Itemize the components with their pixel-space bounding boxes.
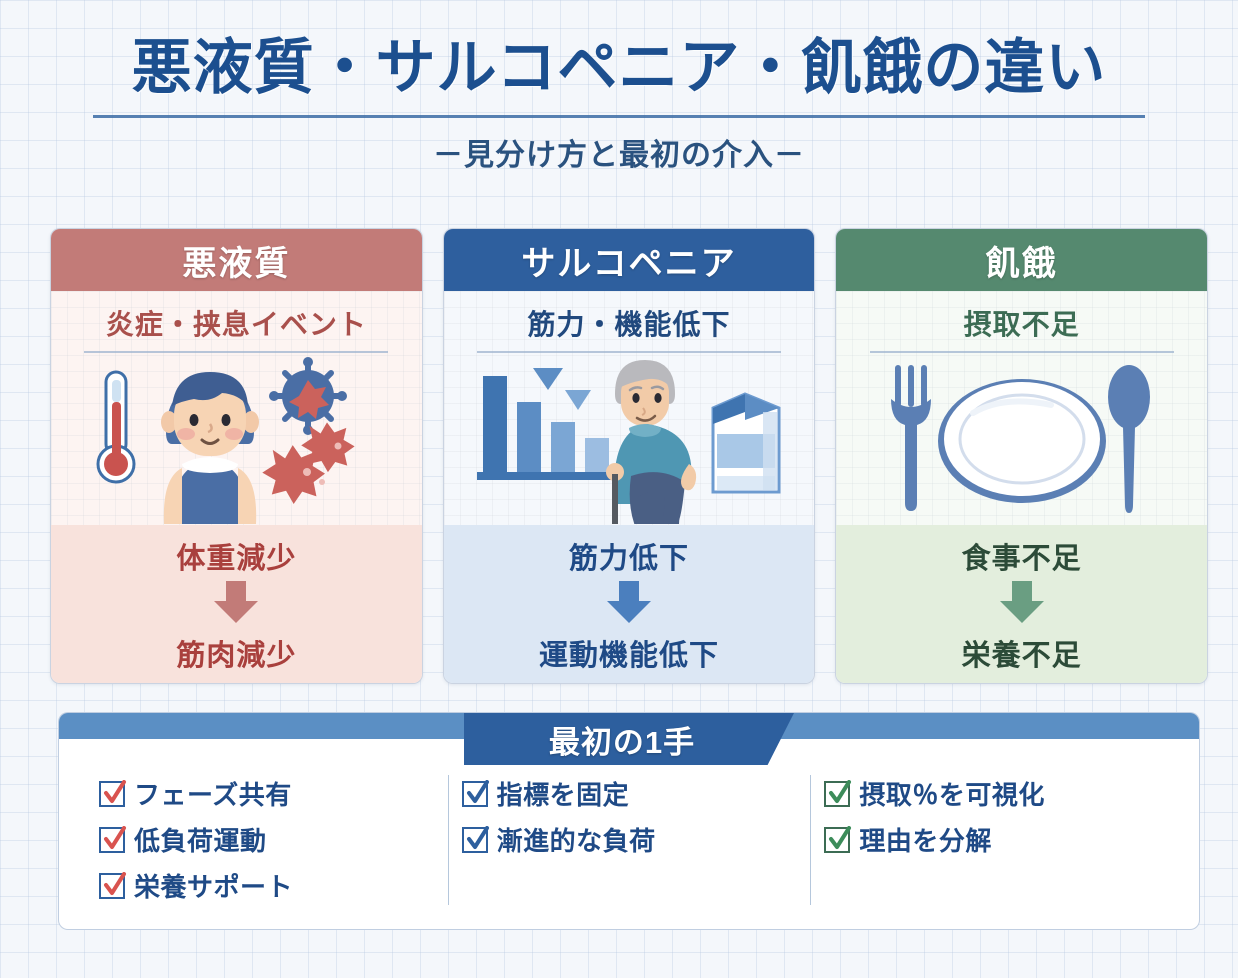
- card-sarcopenia-flow-from: 筋力低下: [569, 542, 690, 575]
- card-starvation-flow-from: 食事不足: [961, 542, 1082, 575]
- checkbox-checked-icon[interactable]: [824, 825, 852, 853]
- card-sarcopenia-subtitle: 筋力・機能低下: [527, 309, 731, 340]
- card-starvation-title: 飢餓: [985, 244, 1058, 283]
- checklist-column-cachexia: フェーズ共有 低負荷運動 栄養サポート: [85, 769, 448, 929]
- checklist-column-starvation: 摂取％を可視化 理由を分解: [810, 769, 1173, 929]
- checklist-item-label: 低負荷運動: [134, 826, 267, 856]
- card-sarcopenia[interactable]: サルコペニア 筋力・機能低下: [442, 228, 816, 684]
- card-cachexia-subtitle: 炎症・挟息イベント: [105, 309, 367, 340]
- checklist-item[interactable]: 低負荷運動: [99, 821, 436, 858]
- card-starvation-divider: [869, 351, 1174, 353]
- checkbox-checked-icon[interactable]: [99, 825, 126, 853]
- checklist-item[interactable]: 摂取％を可視化: [824, 775, 1161, 812]
- page-subtitle: －見分け方と最初の介入－: [433, 139, 805, 173]
- card-cachexia[interactable]: 悪液質 炎症・挟息イベント: [50, 228, 423, 684]
- checkbox-checked-icon[interactable]: [824, 779, 852, 807]
- down-arrow-icon: [209, 580, 263, 628]
- card-cachexia-flow-to: 筋肉減少: [176, 639, 297, 672]
- checkbox-checked-icon[interactable]: [461, 779, 489, 807]
- card-cachexia-illustration: [51, 353, 422, 525]
- card-sarcopenia-divider: [477, 351, 781, 353]
- checklist-item[interactable]: 指標を固定: [461, 775, 799, 812]
- checklist-item-label: 漸進的な負荷: [496, 826, 656, 856]
- panel-banner: 最初の1手: [464, 713, 794, 765]
- checklist-item-label: 理由を分解: [859, 826, 992, 856]
- first-action-panel: 最初の1手 フェーズ共有 低負荷運動 栄養サポート: [58, 712, 1200, 930]
- empty-plate-fork-spoon-icon: [890, 365, 1150, 513]
- fever-sick-person-virus-icon: [96, 357, 355, 524]
- card-sarcopenia-header: サルコペニア: [443, 229, 815, 291]
- checkbox-checked-icon[interactable]: [99, 779, 126, 807]
- card-cachexia-header: 悪液質: [51, 229, 422, 291]
- card-cachexia-divider: [84, 351, 389, 353]
- down-arrow-icon: [995, 580, 1049, 628]
- card-cachexia-title: 悪液質: [182, 244, 291, 283]
- page-header: 悪液質・サルコペニア・飢餓の違い －見分け方と最初の介入－: [0, 0, 1238, 174]
- checkbox-checked-icon[interactable]: [99, 871, 126, 899]
- checklist-item-label: 栄養サポート: [134, 872, 294, 902]
- card-starvation-flow: 食事不足 栄養不足: [836, 525, 1208, 683]
- checklist-item[interactable]: 漸進的な負荷: [461, 821, 799, 858]
- panel-banner-label: 最初の1手: [548, 724, 696, 760]
- card-sarcopenia-flow: 筋力低下 運動機能低下: [443, 525, 815, 683]
- card-cachexia-flow: 体重減少 筋肉減少: [51, 525, 422, 683]
- checklist: フェーズ共有 低負荷運動 栄養サポート 指標を固定: [59, 769, 1199, 929]
- checklist-item-label: 指標を固定: [496, 780, 630, 810]
- title-divider: [93, 115, 1145, 119]
- down-arrow-icon: [602, 580, 656, 628]
- checkbox-checked-icon[interactable]: [461, 825, 489, 853]
- card-starvation-header: 飢餓: [836, 229, 1208, 291]
- card-sarcopenia-body: 筋力・機能低下: [443, 291, 815, 525]
- card-starvation[interactable]: 飢餓 摂取不足: [835, 228, 1209, 684]
- card-cachexia-flow-from: 体重減少: [176, 542, 297, 575]
- card-sarcopenia-illustration: [444, 353, 815, 525]
- card-cachexia-body: 炎症・挟息イベント: [51, 291, 422, 525]
- checklist-item[interactable]: フェーズ共有: [99, 775, 436, 812]
- card-starvation-illustration: [836, 353, 1207, 525]
- checklist-item-label: フェーズ共有: [134, 780, 292, 810]
- card-starvation-subtitle: 摂取不足: [963, 309, 1080, 340]
- declining-bar-chart-elderly-cane-milk-icon: [477, 360, 781, 524]
- checklist-item[interactable]: 理由を分解: [824, 821, 1161, 858]
- card-sarcopenia-title: サルコペニア: [521, 244, 737, 283]
- checklist-item-label: 摂取％を可視化: [859, 780, 1045, 810]
- card-starvation-body: 摂取不足: [836, 291, 1208, 525]
- checklist-column-sarcopenia: 指標を固定 漸進的な負荷: [447, 769, 811, 929]
- page-title: 悪液質・サルコペニア・飢餓の違い: [131, 34, 1107, 101]
- card-starvation-flow-to: 栄養不足: [961, 639, 1082, 672]
- comparison-cards: 悪液質 炎症・挟息イベント: [50, 228, 1209, 684]
- checklist-item[interactable]: 栄養サポート: [99, 867, 436, 904]
- card-sarcopenia-flow-to: 運動機能低下: [539, 639, 720, 672]
